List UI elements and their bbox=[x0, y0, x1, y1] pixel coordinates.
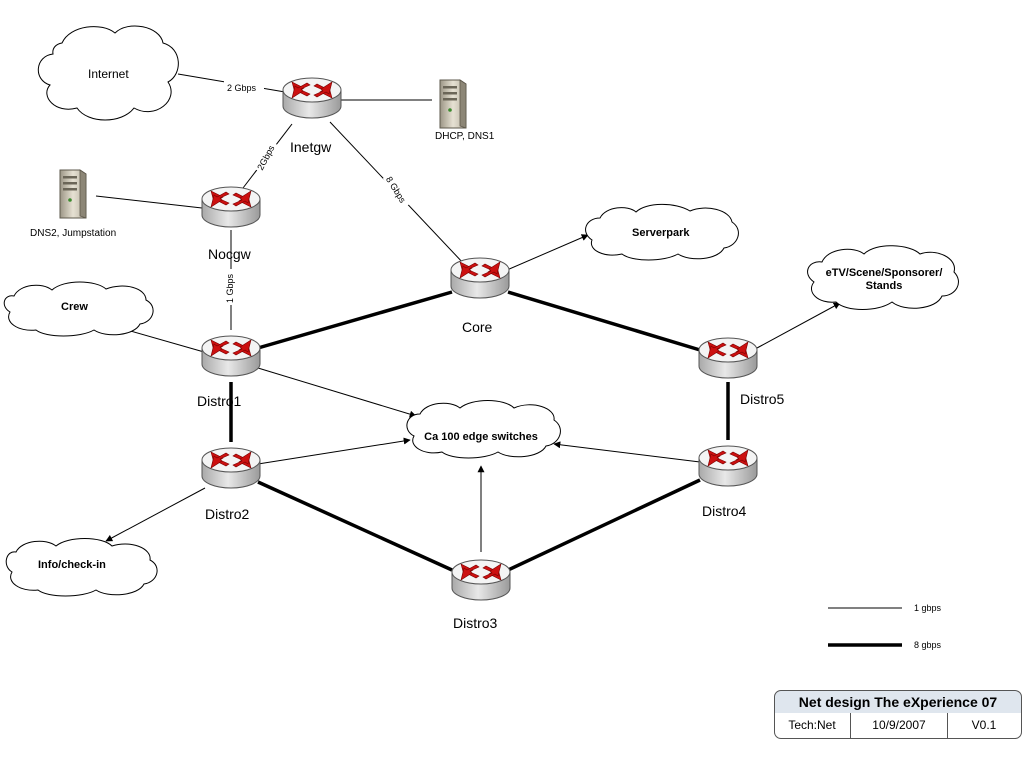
router-label-distro4: Distro4 bbox=[702, 503, 747, 519]
router-icon bbox=[282, 77, 342, 119]
router-core: Core bbox=[450, 257, 510, 335]
router-label-core: Core bbox=[462, 319, 493, 335]
router-distro2: Distro2 bbox=[201, 447, 261, 522]
server-dhcp: DHCP, DNS1 bbox=[435, 79, 495, 142]
link-distro5-etv bbox=[756, 302, 841, 349]
title-block: Net design The eXperience 07 Tech:Net 10… bbox=[774, 690, 1022, 740]
router-distro1: Distro1 bbox=[197, 335, 261, 409]
title-block-author: Tech:Net bbox=[788, 718, 836, 732]
cloud-internet bbox=[37, 25, 179, 121]
cloud-info bbox=[5, 538, 158, 597]
legend: 1 gbps 8 gbps bbox=[828, 603, 942, 650]
router-label-distro1: Distro1 bbox=[197, 393, 242, 409]
cloud-label-edge: Ca 100 edge switches bbox=[424, 431, 538, 443]
cloud-edge bbox=[406, 400, 561, 459]
legend-label-thin: 1 gbps bbox=[914, 603, 942, 613]
link-label-inetgw-nocgw: 2Gbps bbox=[255, 143, 277, 172]
title-block-date: 10/9/2007 bbox=[850, 713, 948, 738]
title-block-title: Net design The eXperience 07 bbox=[774, 690, 1022, 714]
link-core-serverpark bbox=[506, 234, 589, 271]
link-core-distro5 bbox=[507, 290, 701, 352]
router-icon bbox=[450, 257, 510, 299]
title-block-row: Tech:Net 10/9/2007 V0.1 bbox=[774, 713, 1022, 739]
router-label-distro5: Distro5 bbox=[740, 391, 785, 407]
link-label-internet-inetgw: 2 Gbps bbox=[227, 83, 257, 93]
cloud-serverpark bbox=[585, 203, 739, 261]
clouds bbox=[3, 25, 959, 597]
link-distro1-edge bbox=[257, 367, 417, 418]
router-icon bbox=[698, 337, 758, 379]
cloud-label-info: Info/check-in bbox=[38, 559, 106, 571]
link-distro4-edge bbox=[553, 441, 701, 463]
server-label-dns2: DNS2, Jumpstation bbox=[30, 228, 116, 239]
thick-links bbox=[229, 290, 730, 572]
router-distro5: Distro5 bbox=[698, 337, 785, 407]
link-distro1-crew bbox=[119, 326, 205, 353]
cloud-label-crew: Crew bbox=[61, 301, 88, 313]
cloud-etv bbox=[807, 245, 959, 310]
link-label-nocgw-distro1: 1 Gbps bbox=[225, 273, 235, 303]
router-label-nocgw: Nocgw bbox=[208, 246, 252, 262]
router-label-distro2: Distro2 bbox=[205, 506, 250, 522]
router-nocgw: Nocgw bbox=[201, 186, 261, 262]
router-icon bbox=[451, 559, 511, 601]
link-label-inetgw-core: 8 Gbps bbox=[384, 175, 408, 205]
cloud-labels: Internet Serverpark eTV/Scene/Sponsorer/… bbox=[38, 67, 942, 571]
link-distro2-info bbox=[105, 487, 206, 542]
link-core-distro1 bbox=[257, 290, 453, 350]
cloud-crew bbox=[3, 281, 154, 337]
router-icon bbox=[201, 335, 261, 377]
title-block-version: V0.1 bbox=[971, 718, 997, 732]
router-icon bbox=[201, 186, 261, 228]
legend-label-thick: 8 gbps bbox=[914, 640, 942, 650]
link-distro2-distro3 bbox=[257, 480, 453, 572]
router-icon bbox=[201, 447, 261, 489]
router-label-inetgw: Inetgw bbox=[290, 139, 332, 155]
cloud-label-serverpark: Serverpark bbox=[632, 227, 690, 239]
server-label-dhcp: DHCP, DNS1 bbox=[435, 131, 495, 142]
cloud-label-etv-line1: eTV/Scene/Sponsorer/ bbox=[826, 267, 943, 279]
router-distro3: Distro3 bbox=[451, 559, 511, 631]
cloud-label-etv-line2: Stands bbox=[866, 280, 903, 292]
server-dns2: DNS2, Jumpstation bbox=[30, 169, 116, 239]
router-inetgw: Inetgw bbox=[282, 77, 342, 155]
link-distro2-edge bbox=[257, 437, 411, 465]
thin-links bbox=[95, 73, 841, 552]
link-dns2-nocgw bbox=[95, 195, 203, 209]
router-distro4: Distro4 bbox=[698, 445, 758, 519]
cloud-label-internet: Internet bbox=[88, 67, 129, 81]
router-label-distro3: Distro3 bbox=[453, 615, 498, 631]
router-icon bbox=[698, 445, 758, 487]
link-distro4-distro3 bbox=[507, 478, 701, 572]
